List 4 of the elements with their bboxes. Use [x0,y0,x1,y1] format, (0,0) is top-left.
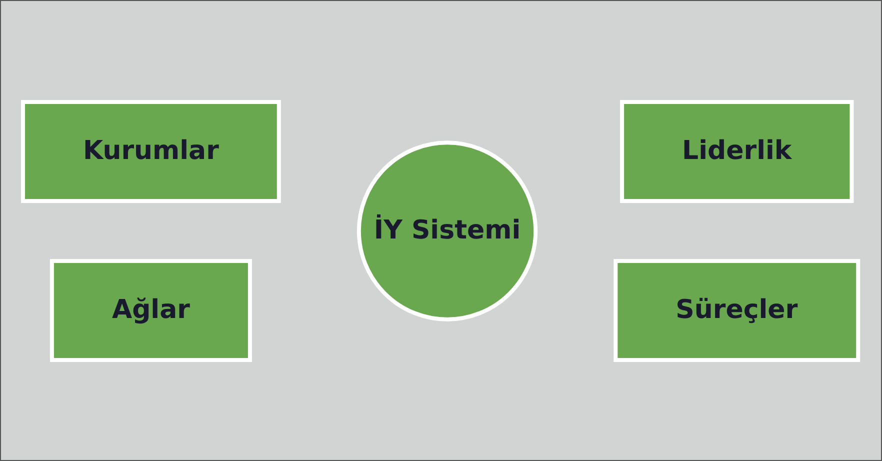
node-box: Kurumlar [21,100,282,202]
node-box: Süreçler [614,258,861,362]
node-box: Ağlar [50,258,252,362]
node-circle: İY Sistemi [357,140,538,321]
